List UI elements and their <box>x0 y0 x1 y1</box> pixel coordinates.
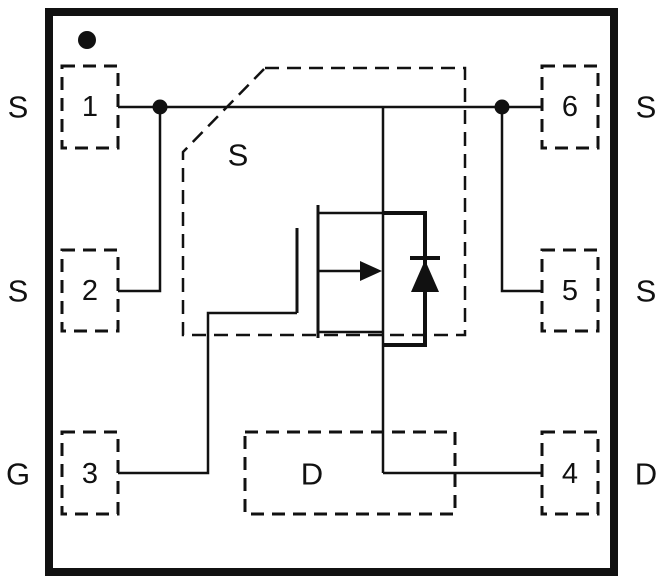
diode-anode-triangle-icon <box>411 260 439 292</box>
pin2-function-label: S <box>8 274 29 309</box>
mosfet-body-arrow-icon <box>360 261 382 281</box>
pin4-function-label: D <box>635 457 657 492</box>
pin2-number: 2 <box>82 275 98 307</box>
pin6-function-label: S <box>636 90 657 125</box>
drain-pad-label: D <box>301 457 323 492</box>
wiring <box>118 99 542 475</box>
pin-function-labels: S S G S S D <box>6 90 657 492</box>
pin5-function-label: S <box>636 274 657 309</box>
drain-pad-box <box>243 430 457 516</box>
die-source-label: S <box>228 138 249 173</box>
pin6-number: 6 <box>562 91 578 123</box>
pin4-number: 4 <box>562 458 578 490</box>
pin5-number: 5 <box>562 275 578 307</box>
pin1-number: 1 <box>82 91 98 123</box>
pin1-function-label: S <box>8 90 29 125</box>
pin5-source-wire <box>500 107 542 293</box>
package-outline <box>45 8 618 576</box>
pin-numbers: 1 2 3 6 5 4 <box>82 91 578 490</box>
pin3-number: 3 <box>82 458 98 490</box>
mosfet-symbol <box>295 205 383 338</box>
pin1-indicator-dot <box>78 31 96 49</box>
junction-dot-right <box>494 99 510 115</box>
gate-wire <box>118 311 297 475</box>
body-diode <box>383 211 440 347</box>
pin3-function-label: G <box>6 457 30 492</box>
junction-dot-left <box>152 99 168 115</box>
pin2-source-wire <box>118 107 162 293</box>
die-outline <box>181 66 467 337</box>
